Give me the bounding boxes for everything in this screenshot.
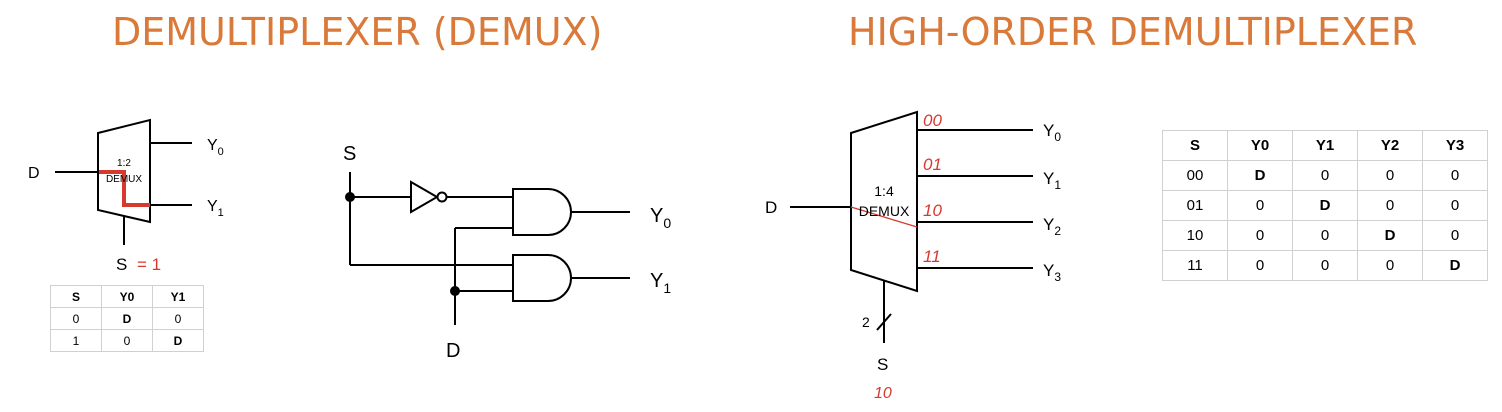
table-cell: 0 [1292,160,1358,191]
demux-1-2-output-1-label: Y1 [207,198,224,219]
demux-1-4-input-label: D [765,198,777,217]
header-cell: Y1 [152,285,204,308]
table-cell: D [152,329,204,352]
demux-1-4-label-ratio: 1:4 [874,183,894,199]
demux-1-2-label-name: DEMUX [106,174,142,185]
table-cell: 0 [1292,220,1358,251]
table-cell: D [1357,220,1423,251]
demux-1-4-code-1: 01 [923,155,942,174]
header-cell: Y0 [1227,130,1293,161]
table-cell: 0 [152,307,204,330]
header-cell: Y3 [1422,130,1488,161]
table-cell: 0 [50,307,102,330]
title-high-order-demultiplexer: HIGH-ORDER DEMULTIPLEXER [848,10,1418,54]
table-cell: 11 [1162,250,1228,281]
demux-1-4-output-1-label: Y1 [1043,169,1061,192]
demux-1-2-input-label: D [28,165,40,182]
table-cell: 0 [1422,160,1488,191]
table-cell: 0 [1357,190,1423,221]
demux-1-4-block [790,110,1033,343]
demux-1-2-select-annotation: = 1 [137,255,161,274]
header-cell: S [1162,130,1228,161]
demux-1-4-output-3-label: Y3 [1043,261,1061,284]
table-cell: 0 [1227,190,1293,221]
table-row: 00 D 0 0 0 [1162,160,1488,191]
header-cell: Y1 [1292,130,1358,161]
demux-1-4-code-2: 10 [923,201,942,220]
gate-select-label: S [343,143,356,165]
table-row: 01 0 D 0 0 [1162,190,1488,221]
gate-output-1-label: Y1 [650,270,671,296]
table-cell: 1 [50,329,102,352]
table-row: 10 0 0 D 0 [1162,220,1488,251]
demux-1-4-bus-width: 2 [862,314,870,330]
table-cell: D [1292,190,1358,221]
title-demultiplexer: DEMULTIPLEXER (DEMUX) [112,10,603,54]
demux-1-2-signal-path [99,170,150,207]
table-cell: 0 [1422,220,1488,251]
gate-data-label: D [446,340,460,362]
truth-table-1-2: S Y0 Y1 0 D 0 1 0 D [50,285,204,352]
table-cell: D [1227,160,1293,191]
table-row: 0 D 0 [50,307,204,330]
table-cell: D [101,307,153,330]
and-gate-1 [512,188,572,236]
demux-1-2-select-label: S [116,255,127,274]
header-cell: S [50,285,102,308]
table-row: 11 0 0 0 D [1162,250,1488,281]
table-cell: 00 [1162,160,1228,191]
table-cell: 0 [1357,160,1423,191]
demux-1-4-select-label: S [877,355,888,374]
demux-1-4-output-0-label: Y0 [1043,121,1061,144]
gate-circuit [349,172,630,325]
table-row: 1 0 D [50,329,204,352]
truth-table-header-row: S Y0 Y1 [50,285,204,308]
and-gate-2 [512,254,572,302]
table-cell: 01 [1162,190,1228,221]
demux-1-4-signal-path [850,206,918,228]
demux-1-4-select-value: 10 [874,385,892,402]
table-cell: 0 [101,329,153,352]
demux-1-4-output-2-label: Y2 [1043,215,1061,238]
table-cell: 0 [1227,220,1293,251]
table-cell: 0 [1422,190,1488,221]
table-cell: 0 [1357,250,1423,281]
junction-dot-d [450,286,460,296]
header-cell: Y2 [1357,130,1423,161]
demux-1-4-code-0: 00 [923,111,942,130]
table-cell: 10 [1162,220,1228,251]
table-cell: 0 [1292,250,1358,281]
not-gate-bubble [436,191,448,203]
header-cell: Y0 [101,285,153,308]
table-cell: D [1422,250,1488,281]
demux-1-2-label-ratio: 1:2 [117,158,131,169]
junction-dot-s [345,192,355,202]
demux-1-4-label-name: DEMUX [859,203,910,219]
demux-1-4-bus-slash [876,313,892,331]
demux-1-2-output-0-label: Y0 [207,137,224,158]
not-gate [410,180,440,214]
demux-1-4-code-3: 11 [923,247,941,266]
gate-output-0-label: Y0 [650,205,671,231]
truth-table-1-4: S Y0 Y1 Y2 Y3 00 D 0 0 0 01 0 D 0 0 10 0… [1162,130,1488,281]
truth-table-header-row: S Y0 Y1 Y2 Y3 [1162,130,1488,161]
table-cell: 0 [1227,250,1293,281]
